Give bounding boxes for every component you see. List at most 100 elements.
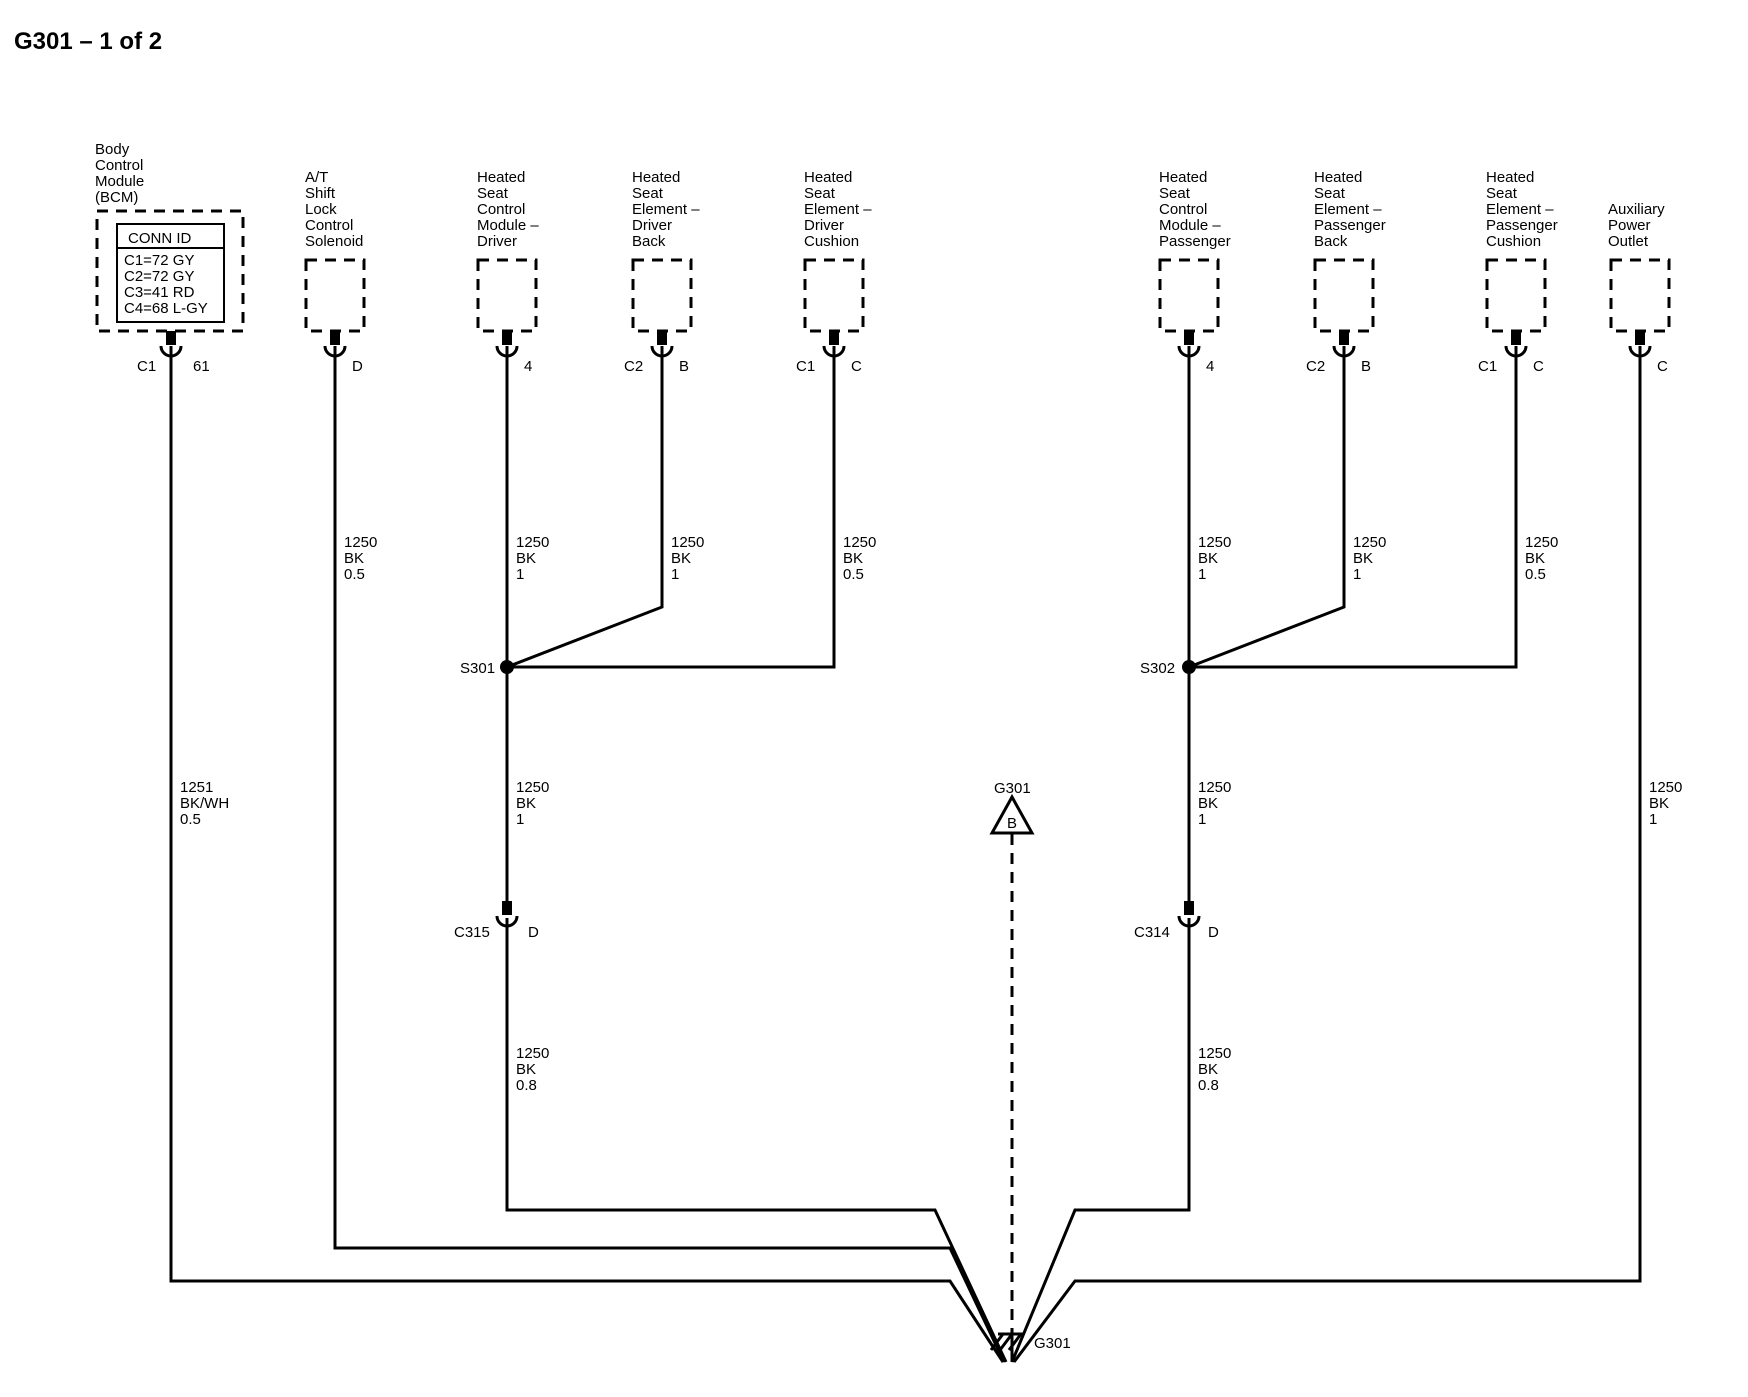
component-outline bbox=[304, 258, 366, 333]
component-name-line: Back bbox=[1314, 233, 1348, 250]
component-name-line: Seat bbox=[477, 185, 509, 202]
svg-text:Body: Body bbox=[95, 141, 130, 158]
component-name-line: Heated bbox=[477, 169, 525, 186]
component-name-line: Cushion bbox=[804, 233, 859, 250]
wire-color-label: BK bbox=[1525, 550, 1545, 567]
wire-passenger-back bbox=[1188, 346, 1346, 669]
pin-stub bbox=[502, 331, 512, 345]
wire-color-label: BK bbox=[1353, 550, 1373, 567]
pin-label: C bbox=[1533, 358, 1544, 375]
connector-label: C1 bbox=[137, 358, 156, 375]
conn-id-entry: C4=68 L-GY bbox=[124, 300, 208, 317]
wire-circuit-label: 1250 bbox=[1198, 779, 1231, 796]
conn-id-header: CONN ID bbox=[128, 230, 192, 247]
wire-color-label: BK/WH bbox=[180, 795, 229, 812]
wire-c315-ground bbox=[505, 918, 1008, 1363]
pin-label: C bbox=[1657, 358, 1668, 375]
pin-stub bbox=[829, 331, 839, 345]
component-name-line: Heated bbox=[804, 169, 852, 186]
wire-color-label: BK bbox=[516, 795, 536, 812]
page-title: G301 – 1 of 2 bbox=[14, 28, 162, 55]
wire-color-label: BK bbox=[671, 550, 691, 567]
component-name-line: Back bbox=[632, 233, 666, 250]
component-name-line: Power bbox=[1608, 217, 1651, 234]
component-name-line: Outlet bbox=[1608, 233, 1649, 250]
component-outline bbox=[1609, 258, 1671, 333]
component-name-line: A/T bbox=[305, 169, 328, 186]
wire-color-label: BK bbox=[1198, 795, 1218, 812]
ground-ref: G301 B bbox=[989, 780, 1035, 835]
wire-circuit-label: 1250 bbox=[1198, 1045, 1231, 1062]
wire-bcm bbox=[169, 346, 1005, 1363]
component-name-line: Solenoid bbox=[305, 233, 363, 250]
wire-aux-power bbox=[1012, 346, 1642, 1363]
wire-driver-cushion bbox=[507, 346, 836, 669]
wire-circuit-label: 1250 bbox=[516, 1045, 549, 1062]
component-name-line: Passenger bbox=[1486, 217, 1558, 234]
component-outline bbox=[803, 258, 865, 333]
components-layer: A/TShiftLockControlSolenoidD1250BK0.5Hea… bbox=[304, 169, 1682, 828]
component-name-line: Cushion bbox=[1486, 233, 1541, 250]
ground-label: G301 bbox=[1034, 1335, 1071, 1352]
wire-circuit-label: 1250 bbox=[1353, 534, 1386, 551]
connector-label: C2 bbox=[1306, 358, 1325, 375]
conn-id-entry: C2=72 GY bbox=[124, 268, 194, 285]
inline-connector-c315: C315 D 1250 BK 0.8 bbox=[454, 901, 549, 1094]
component-name-line: Module – bbox=[477, 217, 539, 234]
component-name-line: Seat bbox=[1159, 185, 1191, 202]
component-outline bbox=[631, 258, 693, 333]
pin-label: B bbox=[1361, 358, 1371, 375]
wire-size-label: 0.8 bbox=[516, 1077, 537, 1094]
bcm-name-line: Body bbox=[95, 141, 130, 158]
wire-color-label: BK bbox=[843, 550, 863, 567]
component-name-line: Heated bbox=[1486, 169, 1534, 186]
splice-label: S302 bbox=[1140, 660, 1175, 677]
pin-stub bbox=[1339, 331, 1349, 345]
ground-ref-triangle-icon bbox=[989, 793, 1035, 835]
wire-size-label: 0.5 bbox=[344, 566, 365, 583]
wire-size-label: 0.8 bbox=[1198, 1077, 1219, 1094]
ground-ref-label: G301 bbox=[994, 780, 1031, 797]
component-name-line: Lock bbox=[305, 201, 337, 218]
svg-text:Module: Module bbox=[95, 173, 144, 190]
splice-s301: S301 1250 BK 1 bbox=[460, 660, 549, 828]
connector-label: C2 bbox=[624, 358, 643, 375]
wire-size-label: 1 bbox=[1353, 566, 1361, 583]
ground-ref-letter: B bbox=[1007, 815, 1017, 832]
pin-label: 4 bbox=[1206, 358, 1214, 375]
pin-label: D bbox=[1208, 924, 1219, 941]
bcm-name-line: Module bbox=[95, 173, 144, 190]
pin-label: C bbox=[851, 358, 862, 375]
pin-label: 61 bbox=[193, 358, 210, 375]
inline-connector-c314: C314 D 1250 BK 0.8 bbox=[1134, 901, 1231, 1094]
conn-id-entry: C3=41 RD bbox=[124, 284, 195, 301]
component-name-line: Driver bbox=[804, 217, 844, 234]
component-name-line: Element – bbox=[804, 201, 872, 218]
component-name-line: Passenger bbox=[1314, 217, 1386, 234]
component-name-line: Auxiliary bbox=[1608, 201, 1665, 218]
wire-size-label: 1 bbox=[1198, 811, 1206, 828]
component-name-line: Passenger bbox=[1159, 233, 1231, 250]
wire-size-label: 0.5 bbox=[180, 811, 201, 828]
component-outline bbox=[1313, 258, 1375, 333]
wire-color-label: BK bbox=[516, 550, 536, 567]
splice-s302: S302 1250 BK 1 bbox=[1140, 660, 1231, 828]
wire-color-label: BK bbox=[516, 1061, 536, 1078]
component-name-line: Driver bbox=[477, 233, 517, 250]
pin-label: D bbox=[352, 358, 363, 375]
pin-stub bbox=[1511, 331, 1521, 345]
wire-size-label: 1 bbox=[1649, 811, 1657, 828]
pin-stub bbox=[1635, 331, 1645, 345]
wire-size-label: 0.5 bbox=[843, 566, 864, 583]
wire-circuit-label: 1250 bbox=[516, 779, 549, 796]
wire-c314-ground bbox=[1010, 918, 1191, 1363]
connector-label: C1 bbox=[796, 358, 815, 375]
component-name-line: Element – bbox=[632, 201, 700, 218]
bcm-name-line: (BCM) bbox=[95, 189, 138, 206]
wire-size-label: 1 bbox=[1198, 566, 1206, 583]
wire-circuit-label: 1250 bbox=[671, 534, 704, 551]
